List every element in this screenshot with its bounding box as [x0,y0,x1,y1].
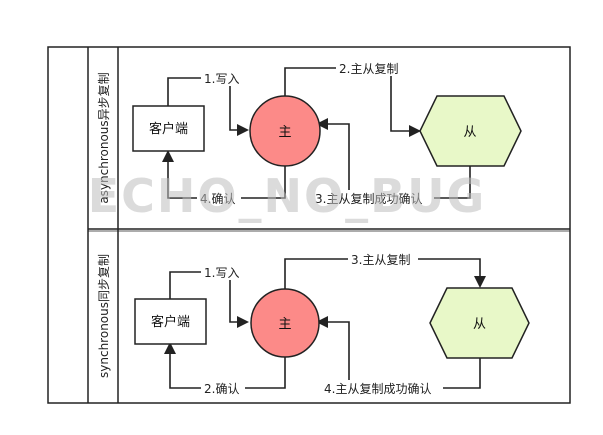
edge-async-replicate: 2.主从复制 [284,60,421,137]
slave-node: 从 [429,287,530,359]
edge-sync-replica-ack-label: 4.主从复制成功确认 [324,382,431,396]
client-label: 客户端 [149,121,188,137]
master-label: 主 [278,125,291,140]
edge-sync-ack-label: 2.确认 [204,382,239,396]
watermark-text: ECHO_NO_BUG [88,169,487,223]
edge-sync-ack: 2.确认 [164,342,286,396]
edge-async-replica-ack-label: 3.主从复制成功确认 [315,192,422,206]
slave-node: 从 [419,95,522,167]
edge-async-write-label: 1.写入 [204,72,239,86]
lane-async: asynchronous异步复制 1.写入 2.主从复制 4.确认 3.主从复制… [97,60,522,206]
edge-async-replica-ack: 3.主从复制成功确认 [312,118,471,206]
edge-async-write: 1.写入 [167,70,249,136]
edge-sync-write-label: 1.写入 [204,266,239,280]
edge-async-ack: 4.确认 [162,150,286,206]
client-node: 客户端 [134,298,207,345]
lane-sync-title: synchronous同步复制 [97,254,111,378]
edge-sync-replicate-label: 3.主从复制 [351,253,410,267]
edge-sync-replica-ack: 4.主从复制成功确认 [316,316,481,396]
master-node: 主 [250,288,320,358]
master-label: 主 [278,317,291,332]
lane-sync: synchronous同步复制 1.写入 3.主从复制 2.确认 4.主从复制成… [97,251,530,396]
slave-label: 从 [463,125,476,140]
slave-label: 从 [473,317,486,332]
edge-sync-replicate: 3.主从复制 [284,251,486,290]
client-node: 客户端 [132,105,205,152]
master-node: 主 [249,95,321,167]
edge-sync-write: 1.写入 [169,264,249,328]
edge-async-replicate-label: 2.主从复制 [339,62,398,76]
lane-async-title: asynchronous异步复制 [97,72,111,203]
edge-async-ack-label: 4.确认 [200,192,235,206]
client-label: 客户端 [151,314,190,330]
